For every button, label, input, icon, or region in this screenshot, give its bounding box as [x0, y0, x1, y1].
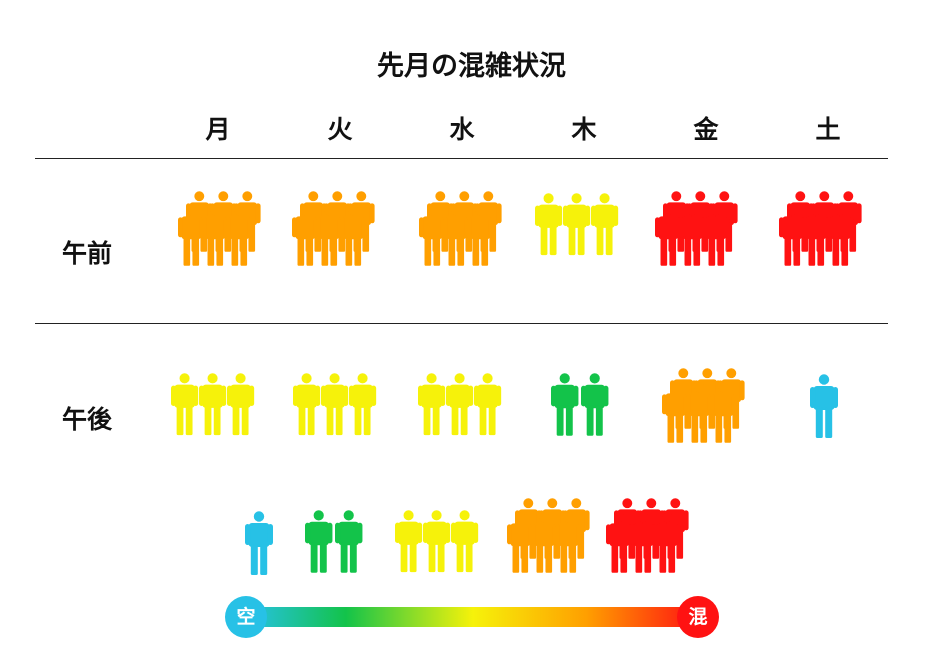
crowd-cell-afternoon-fri — [662, 367, 745, 457]
crowd-level-4-icon — [178, 191, 261, 266]
person-icon — [293, 373, 321, 436]
person-icon — [803, 205, 830, 266]
crowd-cell-morning-thu — [532, 190, 624, 262]
person-icon — [395, 510, 423, 573]
crowd-cell-morning-mon — [178, 190, 261, 280]
legend-level-2 — [302, 507, 368, 579]
crowd-level-3-icon — [535, 193, 619, 256]
scale-label-empty: 空 — [225, 596, 267, 638]
day-header-wed: 水 — [449, 115, 475, 144]
crowd-level-3-icon — [395, 510, 479, 573]
person-icon — [654, 512, 681, 573]
person-icon — [446, 373, 474, 436]
day-header-mon: 月 — [205, 115, 231, 144]
person-icon — [591, 193, 619, 256]
day-header-fri: 金 — [693, 115, 719, 144]
person-icon — [779, 205, 806, 266]
crowd-cell-morning-fri — [655, 190, 738, 280]
crowd-level-4-icon — [419, 191, 502, 266]
chart-title: 先月の混雑状況 — [377, 51, 566, 82]
person-icon — [419, 205, 446, 266]
person-icon — [316, 205, 343, 266]
crowd-level-3-icon — [293, 373, 377, 436]
crowd-cell-afternoon-wed — [415, 370, 507, 442]
row-label-morning: 午前 — [62, 239, 113, 268]
person-icon — [335, 510, 363, 573]
crowd-level-4-icon — [507, 498, 590, 573]
person-icon — [423, 510, 451, 573]
person-icon — [226, 205, 253, 266]
person-icon — [555, 512, 582, 573]
person-icon — [245, 511, 273, 575]
person-icon — [171, 373, 199, 436]
crowd-level-3-icon — [418, 373, 502, 436]
crowd-level-2-icon — [551, 373, 609, 436]
crowd-level-4-icon — [292, 191, 375, 266]
person-icon — [563, 193, 591, 256]
crowd-cell-afternoon-thu — [548, 370, 614, 442]
person-icon — [349, 373, 377, 436]
person-icon — [535, 193, 563, 256]
person-icon — [418, 373, 446, 436]
legend-level-1 — [242, 507, 276, 583]
person-icon — [710, 382, 737, 443]
person-icon — [655, 205, 682, 266]
crowd-level-5-icon — [606, 498, 689, 573]
person-icon — [199, 373, 227, 436]
crowd-cell-morning-tue — [292, 190, 375, 280]
person-icon — [340, 205, 367, 266]
day-header-sat: 土 — [815, 115, 841, 144]
crowd-cell-afternoon-tue — [290, 370, 382, 442]
person-icon — [810, 374, 838, 438]
person-icon — [443, 205, 470, 266]
person-icon — [703, 205, 730, 266]
crowd-level-5-icon — [655, 191, 738, 266]
crowd-level-5-icon — [779, 191, 862, 266]
person-icon — [581, 373, 609, 436]
person-icon — [305, 510, 333, 573]
crowd-level-3-icon — [171, 373, 255, 436]
crowd-level-1-icon — [245, 511, 273, 575]
person-icon — [467, 205, 494, 266]
person-icon — [178, 205, 205, 266]
person-icon — [474, 373, 502, 436]
legend-level-5 — [606, 497, 689, 587]
crowd-level-2-icon — [305, 510, 363, 573]
day-header-tue: 火 — [327, 115, 353, 144]
person-icon — [531, 512, 558, 573]
row-label-afternoon: 午後 — [62, 405, 113, 434]
person-icon — [227, 373, 255, 436]
scale-label-crowded: 混 — [677, 596, 719, 638]
row-divider — [35, 323, 888, 324]
crowd-cell-morning-wed — [419, 190, 502, 280]
person-icon — [292, 205, 319, 266]
crowd-cell-afternoon-mon — [168, 370, 260, 442]
crowd-scale-gradient-bar — [246, 607, 700, 627]
person-icon — [827, 205, 854, 266]
header-divider — [35, 158, 888, 159]
crowd-cell-morning-sat — [779, 190, 862, 280]
crowd-level-1-icon — [810, 374, 838, 438]
crowd-level-4-icon — [662, 368, 745, 443]
legend-level-3 — [392, 507, 484, 579]
day-header-thu: 木 — [571, 115, 597, 144]
crowd-cell-afternoon-sat — [807, 370, 841, 446]
person-icon — [451, 510, 479, 573]
person-icon — [551, 373, 579, 436]
person-icon — [321, 373, 349, 436]
legend-level-4 — [507, 497, 590, 587]
person-icon — [202, 205, 229, 266]
